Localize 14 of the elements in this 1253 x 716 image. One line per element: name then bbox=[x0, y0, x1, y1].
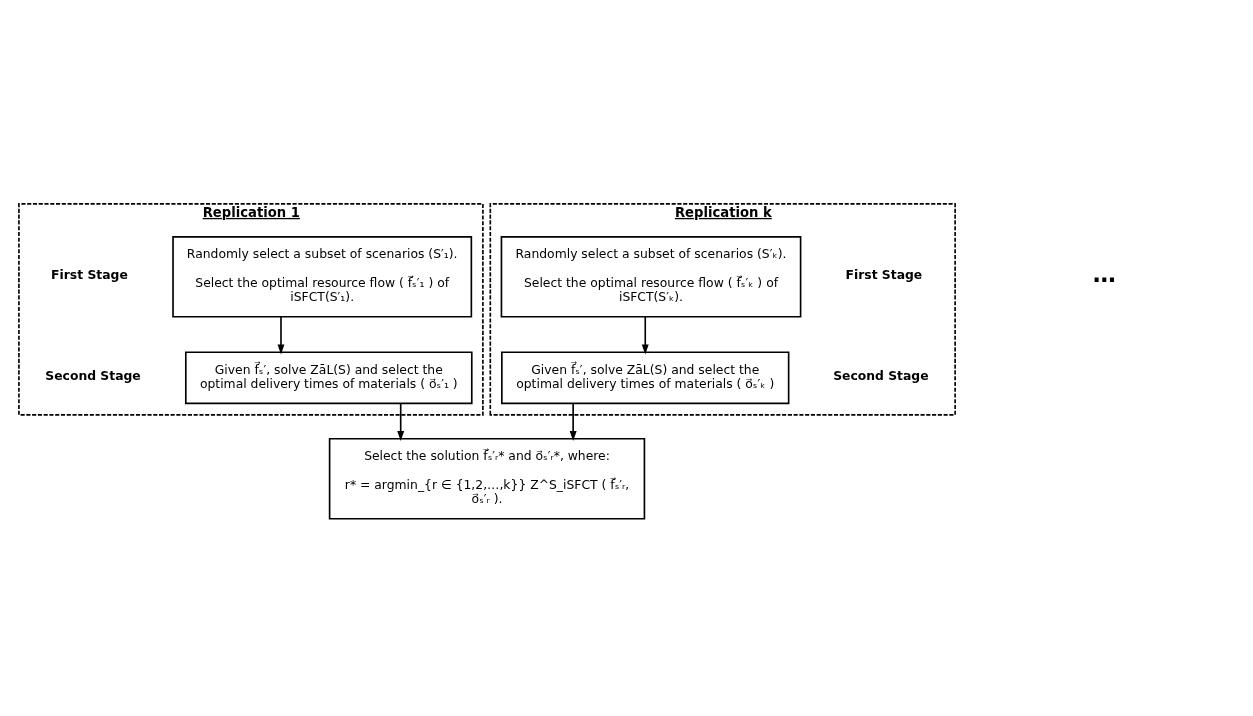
node-label: First Stage bbox=[51, 267, 128, 282]
arrow bbox=[641, 316, 649, 355]
node-box: Select the solution f⃗ₛ′ᵣ* and o⃗ₛ′ᵣ*, where: r* = argmin_{r ∈ {1,2,…,k}} Z^S_iSFCT ( f⃗ₛ′ᵣ, o⃗ₛ′ᵣ ). bbox=[328, 437, 646, 520]
node-label: Second Stage bbox=[833, 368, 929, 383]
node-label: First Stage bbox=[845, 267, 923, 282]
arrow bbox=[569, 402, 577, 441]
node-box: Given f⃗ₛ′, solve ZāL(S) and select the optimal delivery times of materials ( o⃗ₛ′₁ ) bbox=[184, 351, 473, 405]
node-label: Second Stage bbox=[45, 368, 141, 383]
label: … bbox=[1092, 260, 1116, 287]
node-box: Given f⃗ₛ′, solve ZāL(S) and select the optimal delivery times of materials ( o⃗ₛ′ₖ ) bbox=[501, 351, 790, 405]
node-box: Randomly select a subset of scenarios (S′₁). Select the optimal resource flow ( f⃗ₛ′₁ ) of iSFCT(S′₁). bbox=[172, 236, 473, 318]
arrow bbox=[277, 316, 285, 355]
arrow bbox=[397, 402, 405, 441]
node-box: Randomly select a subset of scenarios (S′ₖ). Select the optimal resource flow ( f⃗ₛ′ₖ ) of iSFCT(S′ₖ). bbox=[500, 236, 802, 318]
